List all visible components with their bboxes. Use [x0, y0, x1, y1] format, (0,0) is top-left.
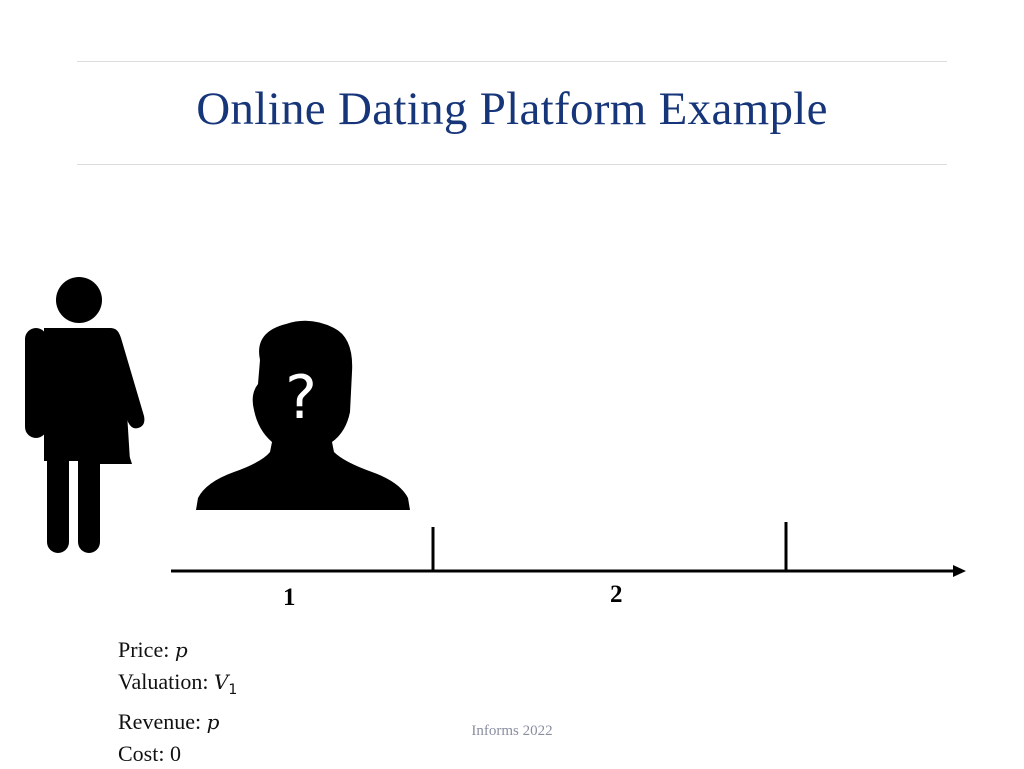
price-row: Price: p [118, 634, 237, 666]
slide-footer: Informs 2022 [471, 723, 553, 739]
title-bottom-rule [77, 164, 947, 165]
cost-value: 0 [169, 741, 181, 766]
revenue-row: Revenue: p [118, 706, 237, 738]
valuation-value: V [213, 670, 229, 694]
valuation-subscript: 1 [228, 682, 238, 698]
slide-title: Online Dating Platform Example [196, 83, 828, 135]
period-1-metrics: Price: p Valuation: V1 Revenue: p Cost: … [118, 634, 237, 769]
price-label: Price: [118, 637, 175, 662]
valuation-row: Valuation: V1 [118, 666, 237, 706]
revenue-value: p [206, 710, 220, 734]
period-label-2: 2 [610, 581, 623, 608]
period-label-1: 1 [283, 584, 296, 611]
valuation-label: Valuation: [118, 669, 214, 694]
unknown-person-icon: ? [196, 320, 410, 510]
title-top-rule [77, 61, 947, 62]
cost-label: Cost: [118, 741, 170, 766]
person-silhouette-icon [25, 277, 145, 553]
timeline-arrowhead [953, 565, 966, 577]
cost-row: Cost: 0 [118, 738, 237, 769]
revenue-label: Revenue: [118, 709, 207, 734]
price-value: p [174, 638, 188, 662]
question-mark-glyph: ? [285, 363, 317, 433]
